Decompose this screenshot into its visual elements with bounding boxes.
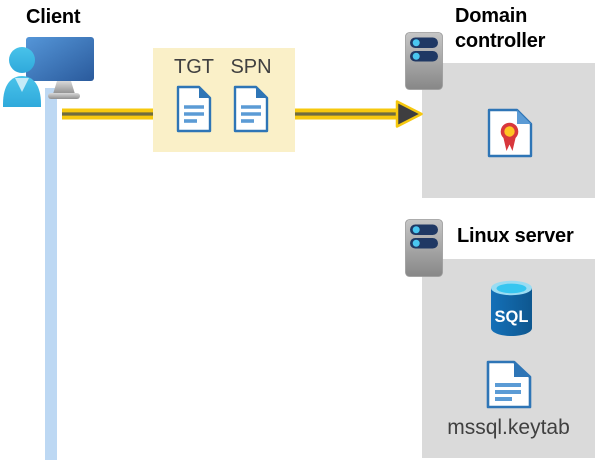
linux-server-icon <box>405 219 443 277</box>
sql-database-icon: SQL <box>491 280 532 336</box>
tgt-label: TGT <box>174 56 214 78</box>
monitor-base <box>48 93 80 99</box>
sql-icon-label: SQL <box>495 308 529 326</box>
monitor-icon <box>26 37 94 81</box>
client-label: Client <box>26 6 81 28</box>
certificate-icon <box>487 108 533 158</box>
keytab-document-icon <box>486 360 532 409</box>
person-collar <box>15 78 29 92</box>
spn-label: SPN <box>230 56 272 78</box>
keytab-label: mssql.keytab <box>447 416 570 439</box>
client-workstation-icon <box>3 37 94 107</box>
linux-server-label: Linux server <box>457 225 574 247</box>
spn-document-icon <box>233 85 269 133</box>
domain-controller-label: Domain controller <box>455 5 546 52</box>
certificate-ribbon <box>503 136 516 151</box>
person-head <box>9 47 35 73</box>
client-lifeline <box>45 88 57 460</box>
ticket-box: TGT SPN <box>153 48 295 152</box>
certificate-seal <box>500 122 519 141</box>
domain-controller-server-icon <box>405 32 443 90</box>
tgt-document-icon <box>176 85 212 133</box>
monitor-stand <box>53 81 75 94</box>
arrowhead-icon <box>395 100 423 128</box>
